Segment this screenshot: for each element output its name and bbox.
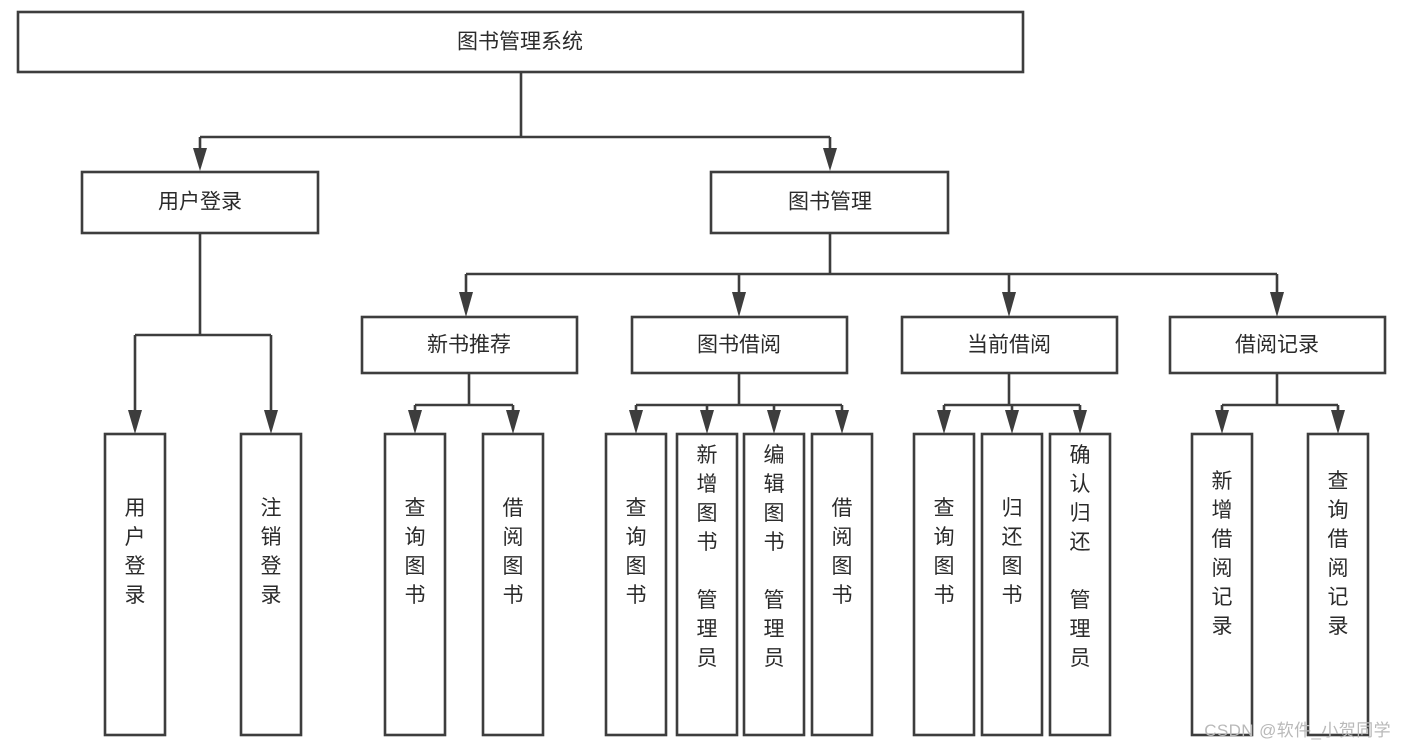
node-root-box[interactable] [16, 10, 1025, 74]
node-leaf-query-book-1-box[interactable] [383, 432, 447, 737]
connectors-layer [128, 72, 1345, 434]
node-leaf-query-record[interactable]: 查询借阅记录 [1306, 432, 1370, 737]
node-book-manage-label: 图书管理 [788, 191, 872, 214]
node-leaf-logout-box[interactable] [239, 432, 303, 737]
node-book-borrow-box[interactable] [630, 315, 849, 375]
node-leaf-query-record-box[interactable] [1306, 432, 1370, 737]
node-leaf-user-login[interactable]: 用户登录 [103, 432, 167, 737]
node-leaf-add-book-label: 新增图书管理员 [697, 444, 718, 670]
node-borrow-record[interactable]: 借阅记录 [1168, 315, 1387, 375]
arrow-head-leaf-confirm-return [1073, 410, 1087, 434]
node-leaf-query-book-3-label: 查询图书 [934, 497, 955, 607]
arrow-head-leaf-query-book-3 [937, 410, 951, 434]
node-borrow-record-box[interactable] [1168, 315, 1387, 375]
arrow-head-leaf-user-login [128, 410, 142, 434]
arrow-head-leaf-logout [264, 410, 278, 434]
node-leaf-return-book-box[interactable] [980, 432, 1044, 737]
arrow-head-leaf-borrow-book-2 [835, 410, 849, 434]
arrow-head-book-manage [823, 148, 837, 171]
arrow-head-leaf-add-book [700, 410, 714, 434]
node-new-book-rec-label: 新书推荐 [427, 334, 511, 357]
node-leaf-add-record-box[interactable] [1190, 432, 1254, 737]
node-leaf-query-record-label: 查询借阅记录 [1328, 470, 1349, 638]
node-leaf-add-book-box[interactable] [675, 432, 739, 737]
node-book-manage-box[interactable] [709, 170, 950, 235]
node-leaf-query-book-3[interactable]: 查询图书 [912, 432, 976, 737]
node-current-borrow-label: 当前借阅 [967, 334, 1051, 357]
node-leaf-query-book-1[interactable]: 查询图书 [383, 432, 447, 737]
node-leaf-user-login-box[interactable] [103, 432, 167, 737]
node-leaf-return-book-label: 归还图书 [1002, 497, 1023, 607]
node-leaf-borrow-book-2-box[interactable] [810, 432, 874, 737]
node-leaf-add-record-label: 新增借阅记录 [1212, 470, 1233, 638]
node-leaf-edit-book[interactable]: 编辑图书管理员）（ [742, 432, 806, 737]
node-leaf-edit-book-label: 编辑图书管理员 [764, 444, 785, 670]
node-leaf-logout-label: 注销登录 [261, 497, 282, 607]
node-leaf-user-login-label: 用户登录 [125, 497, 146, 607]
node-leaf-confirm-return-box[interactable] [1048, 432, 1112, 737]
node-leaf-logout[interactable]: 注销登录 [239, 432, 303, 737]
node-user-login-label: 用户登录 [158, 191, 242, 214]
arrow-head-leaf-return-book [1005, 410, 1019, 434]
node-current-borrow-box[interactable] [900, 315, 1119, 375]
node-leaf-query-book-2[interactable]: 查询图书 [604, 432, 668, 737]
node-leaf-query-book-2-box[interactable] [604, 432, 668, 737]
node-book-borrow-label: 图书借阅 [697, 334, 781, 357]
node-leaf-borrow-book-1-label: 借阅图书 [503, 497, 524, 607]
node-leaf-query-book-1-label: 查询图书 [405, 497, 426, 607]
node-leaf-borrow-book-2-label: 借阅图书 [832, 497, 853, 607]
node-new-book-rec[interactable]: 新书推荐 [360, 315, 579, 375]
node-leaf-add-record[interactable]: 新增借阅记录 [1190, 432, 1254, 737]
arrow-head-book-borrow [732, 292, 746, 317]
node-leaf-borrow-book-1[interactable]: 借阅图书 [481, 432, 545, 737]
node-leaf-edit-book-box[interactable] [742, 432, 806, 737]
arrow-head-leaf-query-record [1331, 410, 1345, 434]
arrow-head-current-borrow [1002, 292, 1016, 317]
arrow-head-leaf-query-book-1 [408, 410, 422, 434]
node-leaf-add-book[interactable]: 新增图书管理员）（ [675, 432, 739, 737]
arrow-head-leaf-borrow-book-1 [506, 410, 520, 434]
node-root-label: 图书管理系统 [457, 31, 583, 54]
node-leaf-return-book[interactable]: 归还图书 [980, 432, 1044, 737]
node-user-login[interactable]: 用户登录 [80, 170, 320, 235]
arrow-head-leaf-add-record [1215, 410, 1229, 434]
arrow-head-user-login [193, 148, 207, 171]
arrow-head-new-book-rec [459, 292, 473, 317]
arrow-head-borrow-record [1270, 292, 1284, 317]
node-user-login-box[interactable] [80, 170, 320, 235]
arrow-head-leaf-query-book-2 [629, 410, 643, 434]
node-current-borrow[interactable]: 当前借阅 [900, 315, 1119, 375]
node-leaf-confirm-return-label: 确认归还管理员 [1070, 444, 1091, 670]
node-leaf-borrow-book-2[interactable]: 借阅图书 [810, 432, 874, 737]
node-leaf-borrow-book-1-box[interactable] [481, 432, 545, 737]
node-root[interactable]: 图书管理系统 [16, 10, 1025, 74]
node-book-borrow[interactable]: 图书借阅 [630, 315, 849, 375]
node-borrow-record-label: 借阅记录 [1235, 334, 1319, 357]
node-leaf-confirm-return[interactable]: 确认归还管理员）（ [1048, 432, 1112, 737]
node-leaf-query-book-3-box[interactable] [912, 432, 976, 737]
node-leaf-query-book-2-label: 查询图书 [626, 497, 647, 607]
node-new-book-rec-box[interactable] [360, 315, 579, 375]
arrow-head-leaf-edit-book [767, 410, 781, 434]
node-book-manage[interactable]: 图书管理 [709, 170, 950, 235]
